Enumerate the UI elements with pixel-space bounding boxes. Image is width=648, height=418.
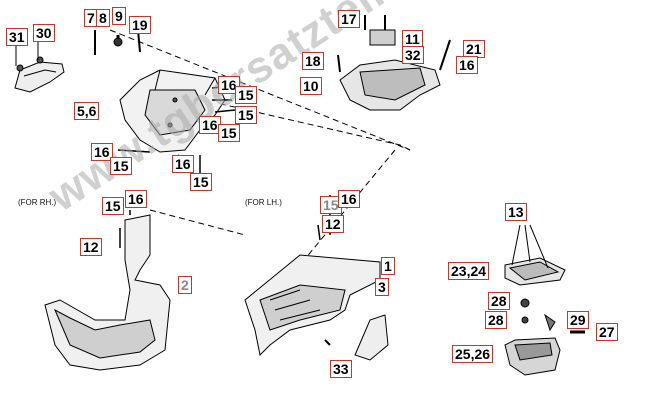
label-15: 15 xyxy=(235,106,257,124)
label-16: 16 xyxy=(338,190,360,208)
label-16: 16 xyxy=(218,76,240,94)
label-18: 18 xyxy=(302,52,324,70)
label-17: 17 xyxy=(338,10,360,28)
label-33: 33 xyxy=(330,360,352,378)
label-16: 16 xyxy=(456,56,478,74)
label-19: 19 xyxy=(129,16,151,34)
label-15: 15 xyxy=(190,173,212,191)
label-12: 12 xyxy=(80,238,102,256)
label-27: 27 xyxy=(596,323,618,341)
assembly-line xyxy=(109,29,411,151)
note-for-rh: (FOR RH.) xyxy=(18,198,57,207)
label-12: 12 xyxy=(322,215,344,233)
label-32: 32 xyxy=(402,46,424,64)
assembly-line xyxy=(149,209,246,236)
side-panel-lh-1 xyxy=(244,195,389,361)
label-8: 8 xyxy=(96,9,110,27)
label-15: 15 xyxy=(102,197,124,215)
label-2: 2 xyxy=(178,276,192,294)
glovebox-lid-23-24 xyxy=(504,224,566,286)
label-31: 31 xyxy=(6,28,28,46)
label-9: 9 xyxy=(112,7,126,25)
label-16: 16 xyxy=(172,155,194,173)
label-3: 3 xyxy=(375,278,389,296)
label-5-6: 5,6 xyxy=(74,102,100,120)
label-15: 15 xyxy=(110,157,132,175)
label-16: 16 xyxy=(125,190,147,208)
label-21: 21 xyxy=(463,40,485,58)
label-16: 16 xyxy=(91,143,113,161)
label-15: 15 xyxy=(235,86,257,104)
label-16: 16 xyxy=(199,116,221,134)
bracket-30-31 xyxy=(14,40,65,93)
label-13: 13 xyxy=(505,203,527,221)
label-23-24: 23,24 xyxy=(448,262,490,280)
label-15: 15 xyxy=(218,124,240,142)
label-29: 29 xyxy=(567,311,589,329)
label-25-26: 25,26 xyxy=(452,345,494,363)
note-for-lh: (FOR LH.) xyxy=(245,198,282,207)
side-panel-rh-2 xyxy=(44,210,171,371)
label-1: 1 xyxy=(381,257,395,275)
label-28: 28 xyxy=(488,292,510,310)
top-cover-10 xyxy=(337,15,451,111)
label-30: 30 xyxy=(33,24,55,42)
glovebox-25-26 xyxy=(504,298,585,376)
label-10: 10 xyxy=(300,77,322,95)
label-28: 28 xyxy=(485,311,507,329)
